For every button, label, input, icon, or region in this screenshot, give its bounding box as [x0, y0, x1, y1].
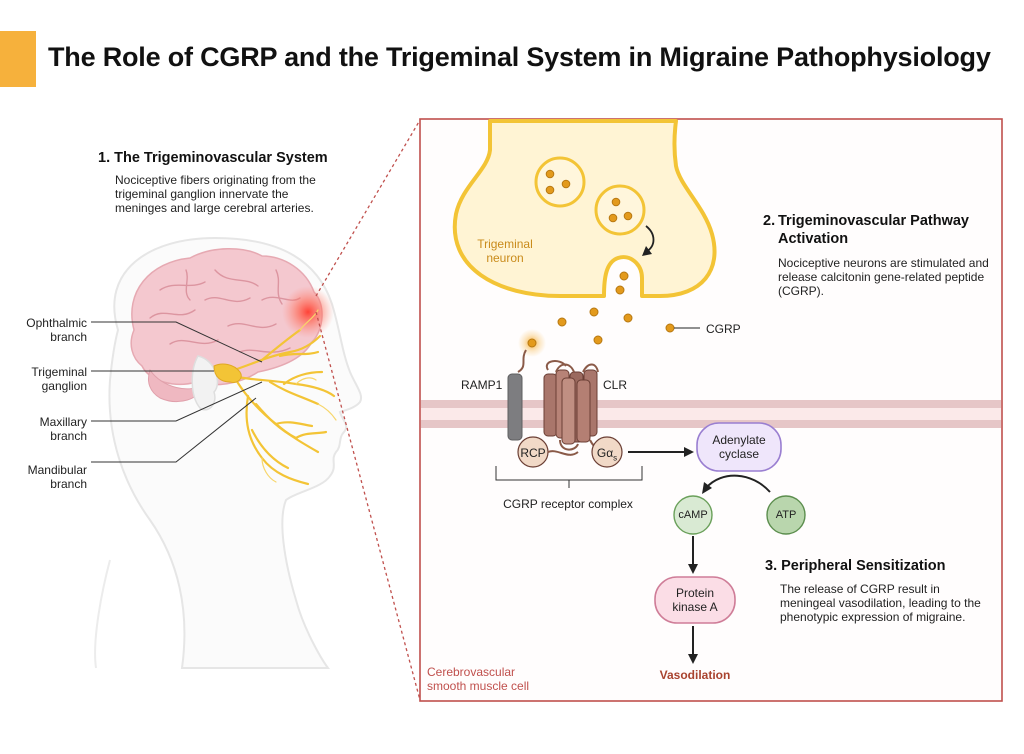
- clr-receptor: [543, 360, 609, 451]
- cgrp-molecules: [557, 285, 675, 345]
- section3-heading: 3. Peripheral Sensitization: [765, 557, 995, 575]
- label-clr: CLR: [603, 378, 628, 392]
- pka-node: [654, 576, 736, 624]
- label-trigeminal-neuron: Trigeminal neuron: [474, 237, 536, 265]
- vesicle-1: [534, 156, 586, 208]
- section1-number: 1.: [98, 150, 111, 166]
- section3-number: 3.: [765, 558, 778, 574]
- section2-title-line1: Trigeminovascular Pathway: [778, 213, 969, 229]
- label-maxillary-line2: branch: [50, 429, 87, 443]
- label-cgrp: CGRP: [706, 322, 741, 336]
- section2-number: 2.: [763, 213, 776, 229]
- label-vasodilation: Vasodilation: [659, 668, 731, 682]
- gas-text: Gα: [596, 446, 614, 460]
- section3-text: The release of CGRP result in meningeal …: [780, 582, 981, 624]
- section1-heading: 1. The Trigeminovascular System: [98, 149, 328, 167]
- label-trigeminal-line2: ganglion: [41, 379, 87, 393]
- section3-title: Peripheral Sensitization: [781, 558, 946, 574]
- cell-label-line2: smooth muscle cell: [427, 679, 530, 693]
- section1-title: The Trigeminovascular System: [114, 150, 328, 166]
- pain-glow: [282, 286, 334, 338]
- adenylate-line1: Adenylate: [712, 433, 766, 447]
- label-receptor-complex: CGRP receptor complex: [503, 497, 633, 511]
- vesicle-2: [594, 184, 646, 236]
- zoom-line-bottom: [315, 311, 421, 701]
- label-mandibular-line1: Mandibular: [27, 463, 87, 477]
- neuron-terminal: [452, 119, 717, 298]
- label-trigeminal-line1: Trigeminal: [31, 365, 87, 379]
- section2-heading: 2. Trigeminovascular Pathway Activation: [763, 212, 993, 248]
- label-atp: ATP: [775, 509, 797, 521]
- label-mandibular-line2: branch: [50, 477, 87, 491]
- neuron-label-line1: Trigeminal: [477, 237, 533, 251]
- label-maxillary-branch: Maxillary branch: [10, 415, 87, 443]
- section2-text: Nociceptive neurons are stimulated and r…: [778, 256, 989, 298]
- adenylate-line2: cyclase: [718, 447, 759, 461]
- pka-line1: Protein: [675, 586, 715, 600]
- cell-label-line1: Cerebrovascular: [427, 665, 516, 679]
- label-trigeminal-ganglion: Trigeminal ganglion: [10, 365, 87, 393]
- label-pka: Protein kinase A: [655, 586, 735, 614]
- ramp1-helix: [507, 373, 523, 441]
- ramp1-linker: [517, 349, 527, 373]
- adenylate-cyclase-node: [696, 422, 782, 472]
- label-mandibular-branch: Mandibular branch: [10, 463, 87, 491]
- arrow-to-vasodilation: [688, 654, 698, 664]
- label-camp: cAMP: [678, 509, 708, 521]
- membrane-outer: [421, 400, 1001, 408]
- label-ophthalmic-line2: branch: [50, 330, 87, 344]
- label-maxillary-line1: Maxillary: [39, 415, 87, 429]
- label-rcp: RCP: [520, 446, 546, 460]
- atp-node: [766, 495, 806, 535]
- pka-line2: kinase A: [672, 600, 718, 614]
- zoom-line-top: [315, 119, 421, 297]
- label-smooth-muscle-cell: Cerebrovascular smooth muscle cell: [427, 665, 529, 693]
- label-adenylate-cyclase: Adenylate cyclase: [697, 433, 781, 461]
- title-accent-bar: [0, 31, 36, 87]
- neuron-label-line2: neuron: [486, 251, 524, 265]
- page-title: The Role of CGRP and the Trigeminal Syst…: [48, 42, 991, 72]
- arrow-to-pka: [688, 564, 698, 574]
- section1-text: Nociceptive fibers originating from the …: [115, 173, 316, 215]
- gas-circle: [591, 436, 623, 468]
- arrow-to-adenylate: [684, 447, 694, 457]
- label-ramp1: RAMP1: [461, 378, 503, 392]
- label-ophthalmic-line1: Ophthalmic: [26, 316, 87, 330]
- label-ophthalmic-branch: Ophthalmic branch: [10, 316, 87, 344]
- label-gas: Gαs: [592, 446, 622, 465]
- trigeminal-ganglion: [213, 363, 242, 383]
- camp-node: [673, 495, 713, 535]
- atp-camp-arrow: [705, 474, 771, 493]
- section2-title-line2: Activation: [778, 231, 849, 247]
- gas-subscript: s: [613, 453, 618, 463]
